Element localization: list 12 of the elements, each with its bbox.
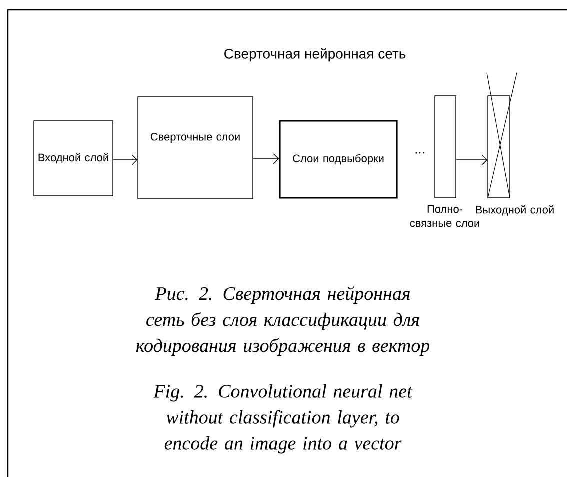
title: Сверточная нейронная сеть [224,48,406,62]
arrow [456,154,488,166]
caption: Рис. 2. Сверточная нейронная сеть без слоя классификации для кодирования изображения в вектор [136,286,430,356]
arrow [253,154,280,164]
node-label: Выходной слой [476,206,554,216]
crossed-layer-bar: Выходной слой [476,72,554,216]
layer-box: Слои подвыборки [279,120,398,199]
arrow [113,154,138,166]
layer-box: Сверточные слои [138,96,254,200]
ellipsis: ... [416,152,424,154]
caption: Fig. 2. Convolutional neural net without classification layer, to encode an image into a vector [154,384,413,454]
layer-box: Входной слой [34,120,114,196]
